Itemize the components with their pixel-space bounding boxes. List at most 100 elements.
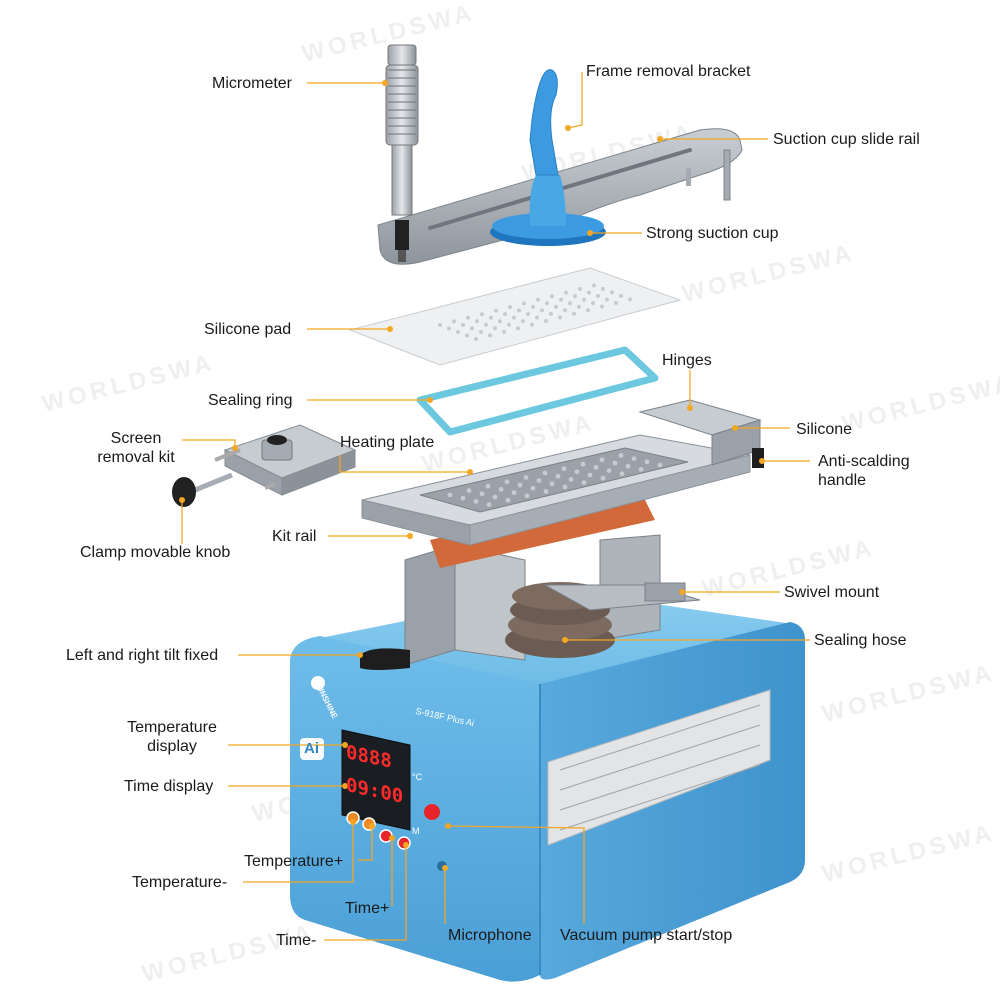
decorative-dot — [600, 475, 606, 481]
label-vacuum-pump-start-stop: Vacuum pump start/stop — [560, 927, 733, 944]
decorative-dot — [605, 297, 609, 302]
leader-lines — [181, 72, 810, 941]
decorative-dot — [599, 457, 605, 463]
base-unit — [290, 590, 805, 982]
decorative-dot — [587, 290, 591, 295]
decorative-dot — [536, 297, 540, 302]
label-suction-cup-slide-rail: Suction cup slide rail — [773, 131, 920, 148]
decorative-dot — [461, 322, 465, 327]
label-temperature-minus: Temperature- — [132, 874, 228, 891]
decorative-dot — [572, 311, 576, 316]
decorative-dot — [498, 487, 504, 492]
decorative-dot — [531, 304, 535, 309]
decorative-dot — [612, 460, 618, 466]
label-swivel-mount: Swivel mount — [784, 584, 880, 601]
decorative-dot — [530, 322, 534, 327]
decorative-dot — [508, 305, 512, 309]
unit-m: M — [412, 826, 420, 836]
decorative-dot — [516, 326, 520, 331]
micrometer-illustration — [385, 44, 419, 262]
decorative-dot — [465, 333, 469, 338]
decorative-dot — [466, 315, 470, 320]
decorative-dot — [542, 470, 548, 476]
decorative-dot — [536, 478, 542, 483]
decorative-dot — [502, 329, 506, 334]
decorative-dot — [535, 315, 539, 320]
decorative-dot — [438, 323, 442, 327]
decorative-dot — [657, 462, 663, 468]
decorative-dot — [593, 465, 599, 470]
decorative-dot — [470, 326, 474, 331]
label-clamp-movable-knob: Clamp movable knob — [80, 544, 231, 561]
decorative-dot — [530, 485, 536, 491]
label-temperature-display-line1: Temperature — [127, 719, 217, 736]
decorative-dot — [544, 319, 548, 323]
label-anti-scalding-line2: handle — [818, 472, 867, 489]
decorative-dot — [555, 473, 561, 479]
decorative-dot — [512, 315, 516, 320]
decorative-dot — [485, 483, 491, 489]
label-temperature-display-line2: display — [147, 738, 197, 755]
decorative-dot — [549, 481, 555, 487]
decorative-dot — [558, 315, 562, 320]
decorative-dot — [559, 297, 563, 302]
decorative-dot — [562, 484, 568, 490]
label-anti-scalding-line1: Anti-scalding — [818, 453, 910, 470]
decorative-dot — [610, 290, 614, 295]
label-time-plus: Time+ — [345, 900, 390, 917]
decorative-dot — [644, 459, 650, 465]
decorative-dot — [523, 475, 529, 480]
decorative-dot — [521, 319, 525, 324]
label-hinges: Hinges — [662, 352, 712, 369]
leader-dots — [179, 80, 765, 871]
label-screen-removal-kit-line1: Screen — [110, 430, 162, 447]
label-frame-removal-bracket: Frame removal bracket — [586, 63, 751, 80]
decorative-dot — [540, 308, 544, 313]
label-microphone: Microphone — [448, 927, 532, 944]
decorative-dot — [619, 293, 623, 298]
decorative-dot — [619, 471, 625, 477]
decorative-dot — [522, 301, 526, 306]
decorative-dot — [591, 301, 595, 306]
decorative-dot — [492, 494, 498, 500]
decorative-dot — [517, 482, 523, 488]
decorative-dot — [582, 297, 586, 302]
label-silicone: Silicone — [796, 421, 853, 438]
decorative-dot — [614, 301, 618, 305]
label-anti-scalding-handle: Anti-scalding handle — [818, 452, 910, 490]
decorative-dot — [447, 492, 453, 498]
decorative-dot — [498, 319, 502, 324]
decorative-dot — [600, 304, 604, 309]
decorative-dot — [573, 294, 577, 299]
label-temperature-display: Temperature display — [112, 718, 232, 756]
decorative-dot — [568, 301, 572, 306]
decorative-dot — [631, 456, 637, 461]
decorative-dot — [517, 308, 521, 313]
ai-badge: Ai — [304, 740, 319, 757]
decorative-dot — [505, 497, 511, 503]
decorative-dot — [561, 466, 567, 471]
decorative-dot — [493, 326, 497, 331]
suction-cup-illustration — [490, 69, 606, 246]
decorative-dot — [489, 315, 493, 320]
label-kit-rail: Kit rail — [272, 528, 317, 545]
sealing-ring — [416, 346, 659, 436]
label-micrometer: Micrometer — [212, 75, 293, 92]
decorative-dot — [596, 294, 600, 298]
label-heating-plate: Heating plate — [340, 434, 435, 451]
label-sealing-hose: Sealing hose — [814, 632, 907, 649]
decorative-dot — [577, 304, 581, 309]
decorative-dot — [524, 493, 530, 499]
decorative-dot — [474, 337, 478, 341]
decorative-dot — [480, 312, 484, 317]
decorative-dot — [587, 472, 593, 478]
label-strong-suction-cup: Strong suction cup — [646, 225, 779, 242]
decorative-dot — [504, 479, 510, 485]
label-screen-removal-kit: Screen removal kit — [88, 429, 184, 467]
unit-celsius: °C — [412, 772, 423, 782]
decorative-dot — [511, 490, 517, 495]
decorative-dot — [526, 312, 530, 316]
screen-removal-kit — [172, 424, 357, 507]
